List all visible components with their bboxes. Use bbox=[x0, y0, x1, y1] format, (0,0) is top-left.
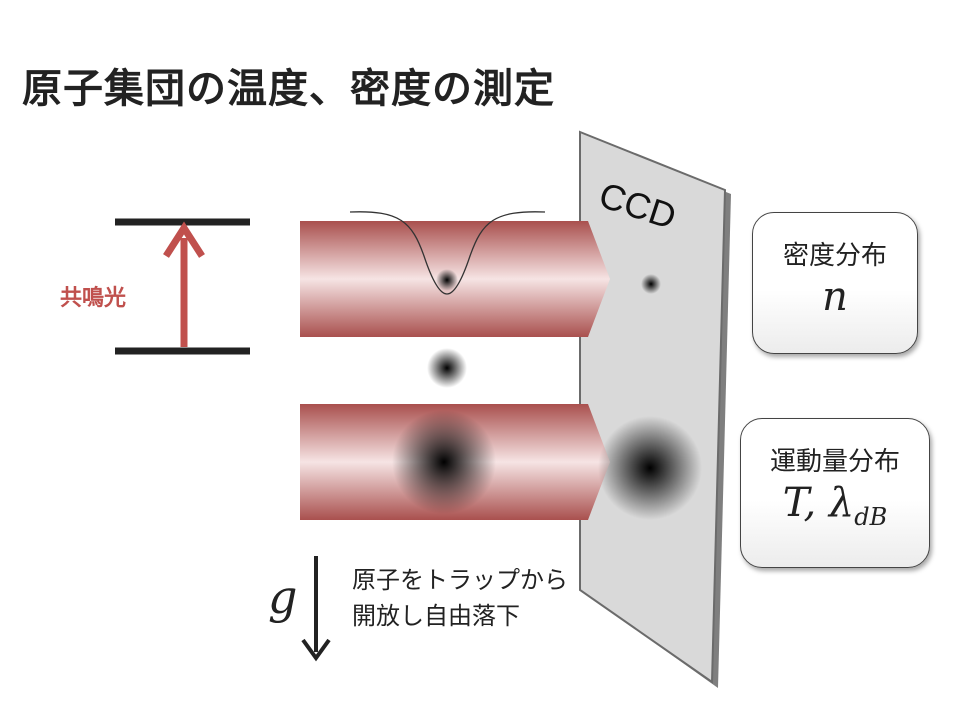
gravity-arrow-head bbox=[301, 638, 331, 662]
density-distribution-box: 密度分布 n bbox=[752, 212, 918, 354]
density-box-symbol: n bbox=[822, 274, 848, 320]
absorption-profile-curve bbox=[349, 211, 546, 295]
free-fall-caption-line2: 開放し自由落下 bbox=[352, 602, 520, 630]
density-box-title: 密度分布 bbox=[782, 241, 887, 271]
gravity-symbol: g bbox=[268, 570, 298, 624]
free-fall-caption-line1: 原子をトラップから bbox=[352, 566, 568, 594]
momentum-box-symbol-sub: dB bbox=[854, 503, 888, 531]
resonant-light-label: 共鳴光 bbox=[60, 286, 127, 311]
momentum-box-symbol-main: T, λ bbox=[782, 480, 855, 526]
ccd-image-large-spot bbox=[598, 416, 702, 520]
atom-cloud-expanded bbox=[392, 410, 496, 514]
slide-title: 原子集団の温度、密度の測定 bbox=[22, 66, 555, 112]
atom-cloud-falling bbox=[427, 348, 467, 388]
atom-cloud-in-upper-beam bbox=[436, 269, 458, 291]
momentum-distribution-box: 運動量分布 T, λdB bbox=[740, 418, 930, 568]
ccd-image-small-spot bbox=[641, 274, 661, 294]
momentum-box-symbol: T, λdB bbox=[741, 480, 929, 531]
momentum-box-title: 運動量分布 bbox=[769, 447, 900, 477]
free-fall-caption: 原子をトラップから 開放し自由落下 bbox=[352, 562, 568, 634]
excitation-arrow-head bbox=[163, 221, 205, 258]
